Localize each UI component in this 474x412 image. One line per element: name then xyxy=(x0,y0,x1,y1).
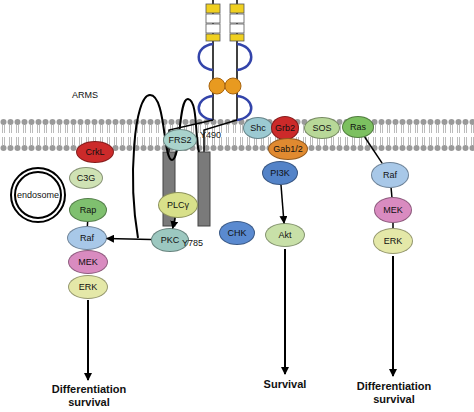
protein-oval: Ras xyxy=(342,116,374,138)
receptor-domain xyxy=(230,4,244,13)
node-text: CHK xyxy=(227,228,246,238)
node-text: Raf xyxy=(80,233,94,243)
receptor-domain xyxy=(230,14,244,23)
protein-oval: Gab1/2 xyxy=(268,138,308,160)
receptor-domain xyxy=(206,24,220,33)
node-text: MEK xyxy=(78,257,98,267)
site-label: ARMS xyxy=(72,90,98,101)
outcome-label: Differentiation survival xyxy=(40,383,138,409)
output-arrow xyxy=(87,300,89,380)
signal-arrow xyxy=(392,223,394,228)
signal-arrow xyxy=(365,137,382,163)
membrane-ring xyxy=(15,172,61,218)
protein-oval: CrkL xyxy=(76,141,114,163)
receptor-domain xyxy=(206,4,220,13)
protein-oval: Rap xyxy=(69,198,107,222)
signal-arrow xyxy=(281,185,284,223)
protein-oval: Shc xyxy=(243,117,273,139)
protein-oval: Akt xyxy=(265,223,305,247)
output-arrow xyxy=(392,256,394,376)
site-label: Y490 xyxy=(200,130,221,141)
protein-oval: Raf xyxy=(67,226,107,250)
node-text: ERK xyxy=(384,236,403,246)
ig-loop xyxy=(237,44,251,70)
protein-oval: Grb2 xyxy=(271,116,299,140)
node-text: Raf xyxy=(383,170,397,180)
protein-oval: SOS xyxy=(304,117,340,139)
node-text: SOS xyxy=(312,123,331,133)
receptor-domain xyxy=(206,34,220,41)
protein-oval: ERK xyxy=(68,275,108,299)
node-text: PKC xyxy=(161,235,180,245)
node-text: CrkL xyxy=(85,147,104,157)
kinase-domain xyxy=(198,152,210,226)
node-text: FRS2 xyxy=(168,135,191,145)
outcome-label: Survival xyxy=(245,378,325,391)
receptor-domain xyxy=(206,14,220,23)
node-text: MEK xyxy=(383,205,403,215)
output-arrow xyxy=(284,249,286,374)
receptor-domain xyxy=(230,24,244,33)
protein-oval: C3G xyxy=(69,167,103,189)
signal-arrow xyxy=(107,239,151,240)
membrane-ring xyxy=(11,168,65,222)
arms-protein xyxy=(133,95,199,238)
node-text: C3G xyxy=(77,173,96,183)
site-label: Y785 xyxy=(182,238,203,249)
protein-oval: MEK xyxy=(68,250,108,274)
protein-oval: Raf xyxy=(371,162,409,188)
node-text: PLCγ xyxy=(167,200,189,210)
node-text: Akt xyxy=(278,230,291,240)
node-text: Shc xyxy=(250,123,266,133)
node-text: Rap xyxy=(80,205,97,215)
ligand xyxy=(225,78,241,94)
endosome-circle: endosome xyxy=(9,166,67,224)
signal-arrow xyxy=(390,188,392,197)
node-text: Ras xyxy=(350,122,366,132)
ig-loop xyxy=(199,44,213,70)
node-text: Grb2 xyxy=(275,123,295,133)
cell-membrane xyxy=(0,118,474,152)
receptor-domain xyxy=(230,34,244,41)
node-text: endosome xyxy=(17,190,59,200)
protein-oval: FRS2 xyxy=(163,129,197,151)
ig-loop xyxy=(199,96,213,120)
protein-oval: PLCγ xyxy=(158,192,198,218)
node-text: Gab1/2 xyxy=(273,144,303,154)
node-text: PI3K xyxy=(270,168,290,178)
ligand xyxy=(209,78,225,94)
protein-oval: ERK xyxy=(373,228,413,254)
protein-oval: CHK xyxy=(219,221,255,245)
protein-oval: PI3K xyxy=(262,161,298,185)
signal-arrow xyxy=(87,222,89,226)
protein-oval: MEK xyxy=(374,197,412,223)
outcome-label: Differentiation survival xyxy=(345,380,443,406)
node-text: ERK xyxy=(79,282,98,292)
ig-loop xyxy=(237,96,251,120)
signal-arrow xyxy=(173,218,175,228)
